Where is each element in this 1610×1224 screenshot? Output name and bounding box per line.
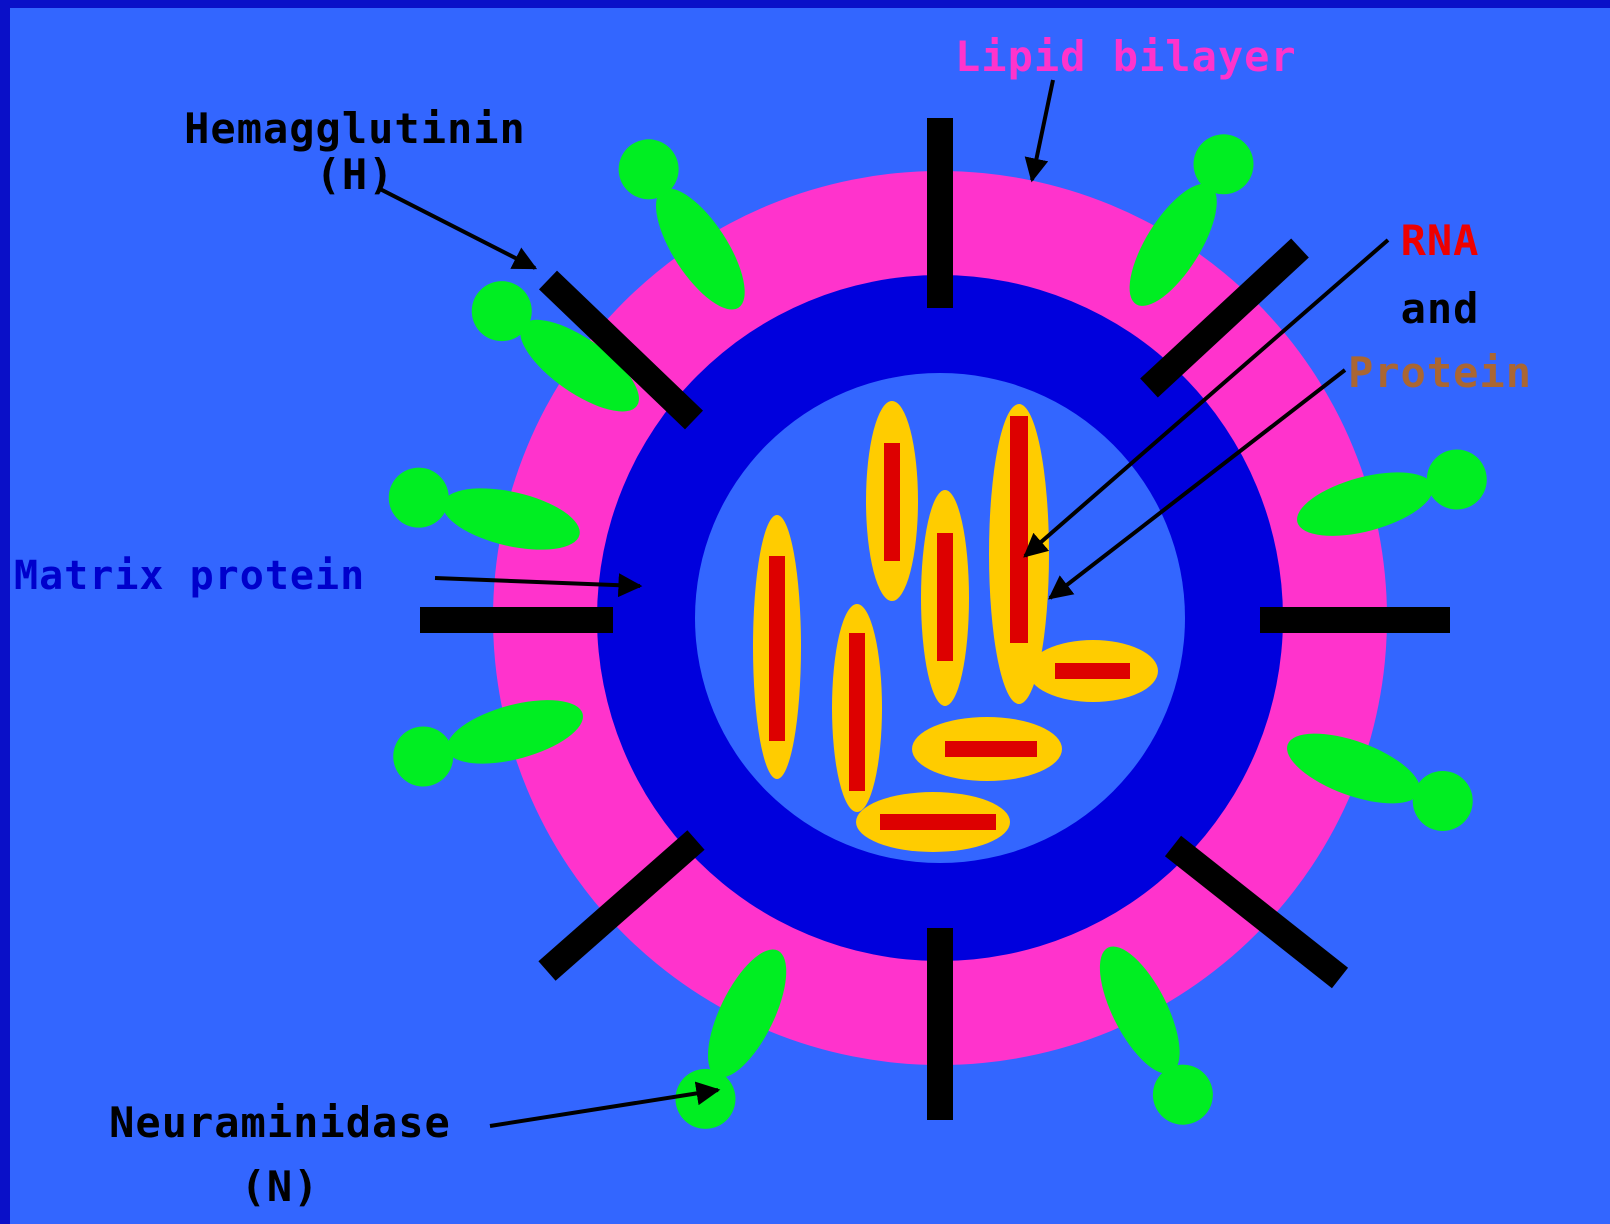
rna-label: RNA xyxy=(1340,218,1540,264)
lipid-bilayer-label: Lipid bilayer xyxy=(955,34,1297,80)
neuraminidase-label-line2: (N) xyxy=(80,1164,480,1210)
hemagglutinin-label: Hemagglutinin (H) xyxy=(160,106,550,198)
rnp-segment xyxy=(753,515,801,779)
rnp-segment xyxy=(921,490,969,706)
virus-diagram-stage: Lipid bilayer Hemagglutinin (H) RNA and … xyxy=(10,8,1610,1224)
rnp-segment xyxy=(832,604,882,812)
hemagglutinin-arrow xyxy=(378,188,535,268)
and-label: and xyxy=(1340,286,1540,332)
matrix-protein-label: Matrix protein xyxy=(14,553,365,599)
rnp-segment xyxy=(866,401,918,601)
rnp-segment xyxy=(856,792,1010,852)
protein-label: Protein xyxy=(1340,350,1540,396)
hemagglutinin-label-line1: Hemagglutinin xyxy=(160,106,550,152)
rna-and-protein-label: RNA and Protein xyxy=(1340,218,1540,396)
hemagglutinin-label-line2: (H) xyxy=(160,152,550,198)
neuraminidase-label-line1: Neuraminidase xyxy=(80,1100,480,1146)
neuraminidase-label: Neuraminidase (N) xyxy=(80,1100,480,1210)
rnp-segment xyxy=(912,717,1062,781)
lipid-bilayer-arrow xyxy=(1032,80,1053,180)
rnp-segment xyxy=(1028,640,1158,702)
